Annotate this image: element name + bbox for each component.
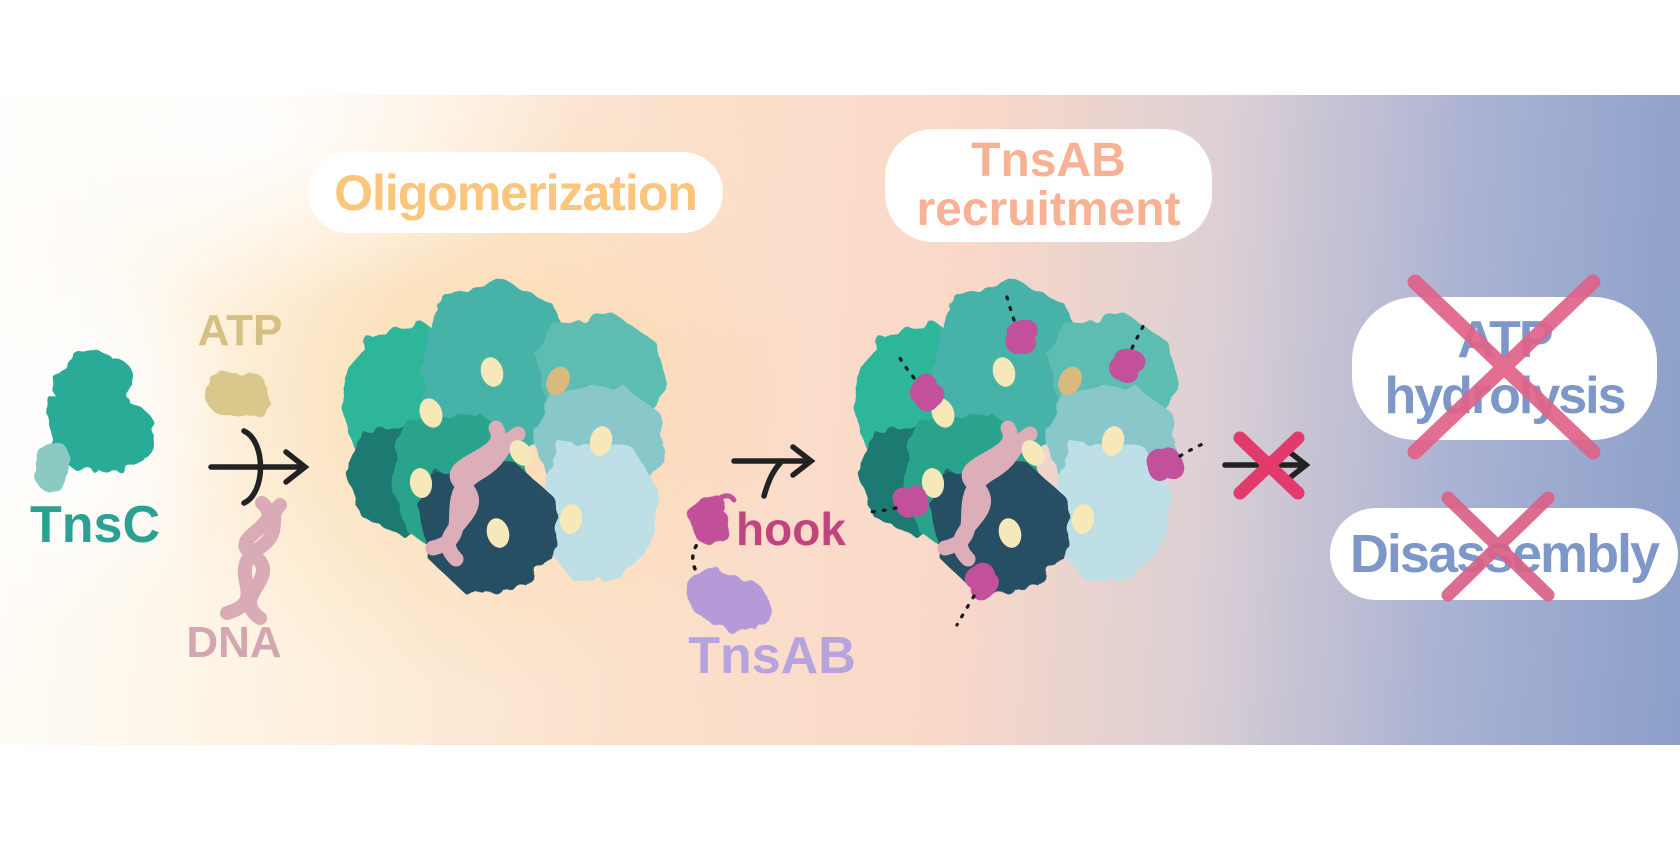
dna-molecule: [220, 496, 287, 625]
tnsab-with-hook: [684, 491, 772, 632]
merge-brace: [241, 428, 264, 506]
cross-icon: [1407, 274, 1601, 460]
blocked-reaction-arrow: [1222, 431, 1311, 500]
arrowhead-icon: [1284, 447, 1311, 483]
tnsab-recruitment-line1: TnsAB: [971, 133, 1126, 187]
reaction-arrow-2: [731, 444, 816, 499]
hook-curl: [713, 493, 737, 507]
hook-label: hook: [736, 503, 846, 555]
tnsab-label: TnsAB: [688, 627, 856, 685]
arrowhead-icon: [790, 444, 816, 478]
tnsab-recruitment-pill: [885, 129, 1212, 242]
tnsc-monomer: [35, 350, 156, 493]
tnsc-label: TnsC: [30, 496, 160, 554]
dna-label: DNA: [186, 618, 282, 667]
tnsab-body-blob: [686, 570, 772, 632]
oligomerization-label: Oligomerization: [334, 164, 698, 221]
tnsab-tethers-dashed: [864, 289, 1211, 627]
tnsab-recruitment-line2: recruitment: [916, 182, 1181, 236]
atp-label: ATP: [197, 306, 283, 355]
reaction-arrow-1: [208, 428, 310, 506]
tnsc-monomer-light-lobe: [35, 442, 70, 493]
hook-tether-dashed: [691, 538, 703, 580]
arrowhead-icon: [283, 449, 310, 485]
cross-icon: [1233, 431, 1305, 500]
merge-curve: [761, 459, 784, 499]
cross-icon: [1441, 491, 1555, 602]
atp-molecule: [207, 372, 269, 417]
tnsab-recruitment-label: TnsAB recruitment: [885, 129, 1212, 242]
tnsc-oligomer-complex-2: [860, 288, 1211, 627]
oligomerization-pill: [308, 152, 723, 233]
